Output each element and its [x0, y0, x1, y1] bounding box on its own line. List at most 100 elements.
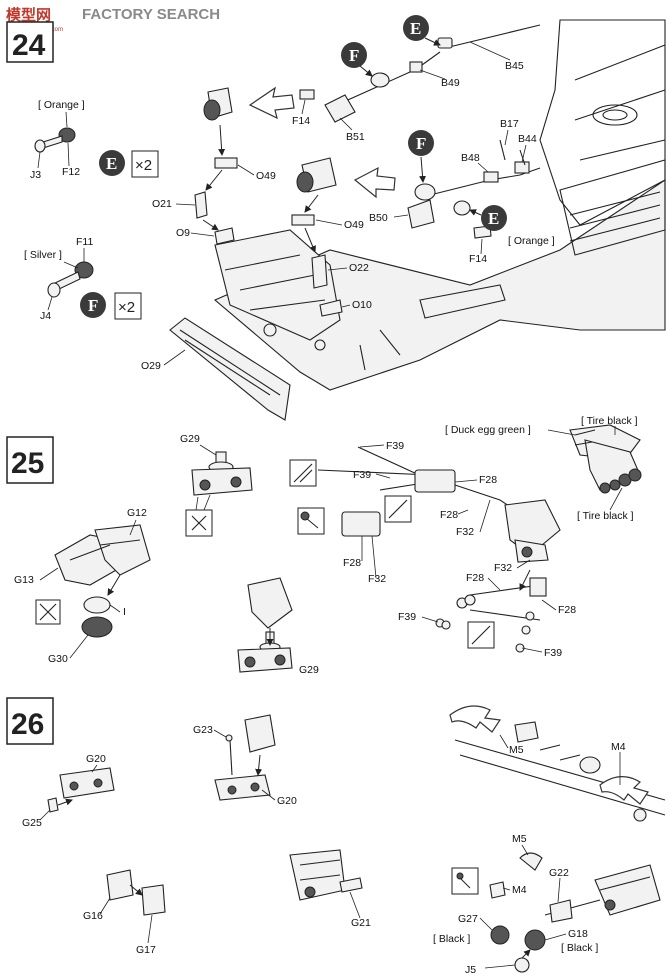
callout-F-right: F — [408, 130, 434, 183]
label-G23: G23 — [193, 724, 213, 736]
watermark-text: FACTORY SEARCH — [82, 6, 220, 23]
step-25-number: 25 — [11, 447, 44, 480]
paint-tire-black-1: [ Tire black ] — [581, 415, 638, 427]
axle-assembly-bottom — [451, 852, 661, 973]
paint-orange-2: [ Orange ] — [508, 235, 555, 247]
label-G18: G18 — [568, 928, 588, 940]
qty-x2-F: ×2 — [118, 299, 135, 316]
callout-E-top: E — [403, 15, 441, 46]
label-F32-a: F32 — [456, 526, 474, 538]
label-G20: G20 — [86, 753, 106, 765]
label-F39-d: F39 — [544, 647, 562, 659]
label-O49-top: O49 — [256, 170, 276, 182]
svg-text:F: F — [416, 134, 426, 153]
label-G17: G17 — [136, 944, 156, 956]
top-cable-assembly — [299, 24, 541, 123]
paint-silver: [ Silver ] — [24, 249, 62, 261]
step-24-number: 24 — [12, 29, 46, 62]
label-J3: J3 — [30, 169, 41, 181]
label-F39-c: F39 — [398, 611, 416, 623]
label-G16: G16 — [83, 910, 103, 922]
label-G29-bottom: G29 — [299, 664, 319, 676]
label-G20-b: G20 — [277, 795, 297, 807]
label-F39-b: F39 — [353, 469, 371, 481]
label-F14: F14 — [292, 115, 310, 127]
svg-text:F: F — [88, 296, 98, 315]
label-J4: J4 — [40, 310, 51, 322]
part-wheel-group — [569, 424, 642, 494]
label-O10: O10 — [352, 299, 372, 311]
step-25-box — [6, 436, 54, 484]
label-M5-b: M5 — [512, 833, 527, 845]
part-G23-G20 — [214, 714, 276, 801]
label-O21: O21 — [152, 198, 172, 210]
lamp-O49-mid — [291, 157, 343, 317]
paint-duck-egg-green: [ Duck egg green ] — [445, 424, 531, 436]
axle-assembly-top — [449, 705, 666, 822]
label-B45: B45 — [505, 60, 524, 72]
label-F28-a: F28 — [479, 474, 497, 486]
label-F28-e: F28 — [558, 604, 576, 616]
part-G29-top — [185, 451, 253, 537]
step-25: 25 G29 G12 G13 I G30 — [6, 415, 642, 676]
lamp-O49-top — [194, 87, 238, 245]
step-26-box — [6, 697, 54, 745]
label-G21: G21 — [351, 917, 371, 929]
label-F39-a: F39 — [386, 440, 404, 452]
step-24: 24 — [6, 15, 666, 421]
label-G29-top: G29 — [180, 433, 200, 445]
paint-orange-1: [ Orange ] — [38, 99, 85, 111]
part-G12-G13 — [35, 524, 151, 638]
label-G22: G22 — [549, 867, 569, 879]
part-F11-J4 — [47, 248, 94, 298]
callout-F-top: F — [341, 42, 373, 77]
step-24-box — [6, 21, 54, 63]
label-O9: O9 — [176, 227, 190, 239]
label-G27: G27 — [458, 913, 478, 925]
part-G29-bottom — [237, 577, 293, 673]
callout-E-qty: E ×2 — [99, 150, 159, 178]
label-F32-b: F32 — [368, 573, 386, 585]
label-M4: M4 — [611, 741, 626, 753]
direction-arrow-mid — [353, 166, 396, 199]
part-G16-G17 — [106, 869, 166, 916]
label-B50: B50 — [369, 212, 388, 224]
svg-text:E: E — [106, 154, 117, 173]
label-G25: G25 — [22, 817, 42, 829]
paint-black-2: [ Black ] — [561, 942, 598, 954]
label-M5: M5 — [509, 744, 524, 756]
label-F28-b: F28 — [440, 509, 458, 521]
label-O29: O29 — [141, 360, 161, 372]
label-F11: F11 — [76, 236, 93, 248]
label-O49-mid: O49 — [344, 219, 364, 231]
label-B51: B51 — [346, 131, 365, 143]
label-B44: B44 — [518, 133, 537, 145]
label-G12: G12 — [127, 507, 147, 519]
label-F28-c: F28 — [343, 557, 361, 569]
center-bogie-assembly — [289, 446, 561, 653]
label-F12: F12 — [62, 166, 80, 178]
label-O22: O22 — [349, 262, 369, 274]
svg-text:E: E — [488, 209, 499, 228]
label-B17: B17 — [500, 118, 519, 130]
paint-black-1: [ Black ] — [433, 933, 470, 945]
part-G21 — [289, 849, 363, 901]
hull-drawing — [169, 19, 666, 421]
qty-x2-E: ×2 — [135, 157, 152, 174]
svg-text:E: E — [410, 19, 421, 38]
label-G13: G13 — [14, 574, 34, 586]
step-26-number: 26 — [11, 708, 44, 741]
label-I: I — [123, 606, 126, 618]
label-F14-right: F14 — [469, 253, 487, 265]
watermark-brand: 模型网 — [6, 6, 51, 24]
label-M4-b: M4 — [512, 884, 527, 896]
callout-F-qty: F ×2 — [80, 292, 142, 320]
paint-tire-black-2: [ Tire black ] — [577, 510, 634, 522]
label-F28-d: F28 — [466, 572, 484, 584]
part-F12-J3 — [34, 111, 76, 153]
label-J5: J5 — [465, 964, 476, 976]
label-B48: B48 — [461, 152, 480, 164]
label-F32-c: F32 — [494, 562, 512, 574]
label-B49: B49 — [441, 77, 460, 89]
